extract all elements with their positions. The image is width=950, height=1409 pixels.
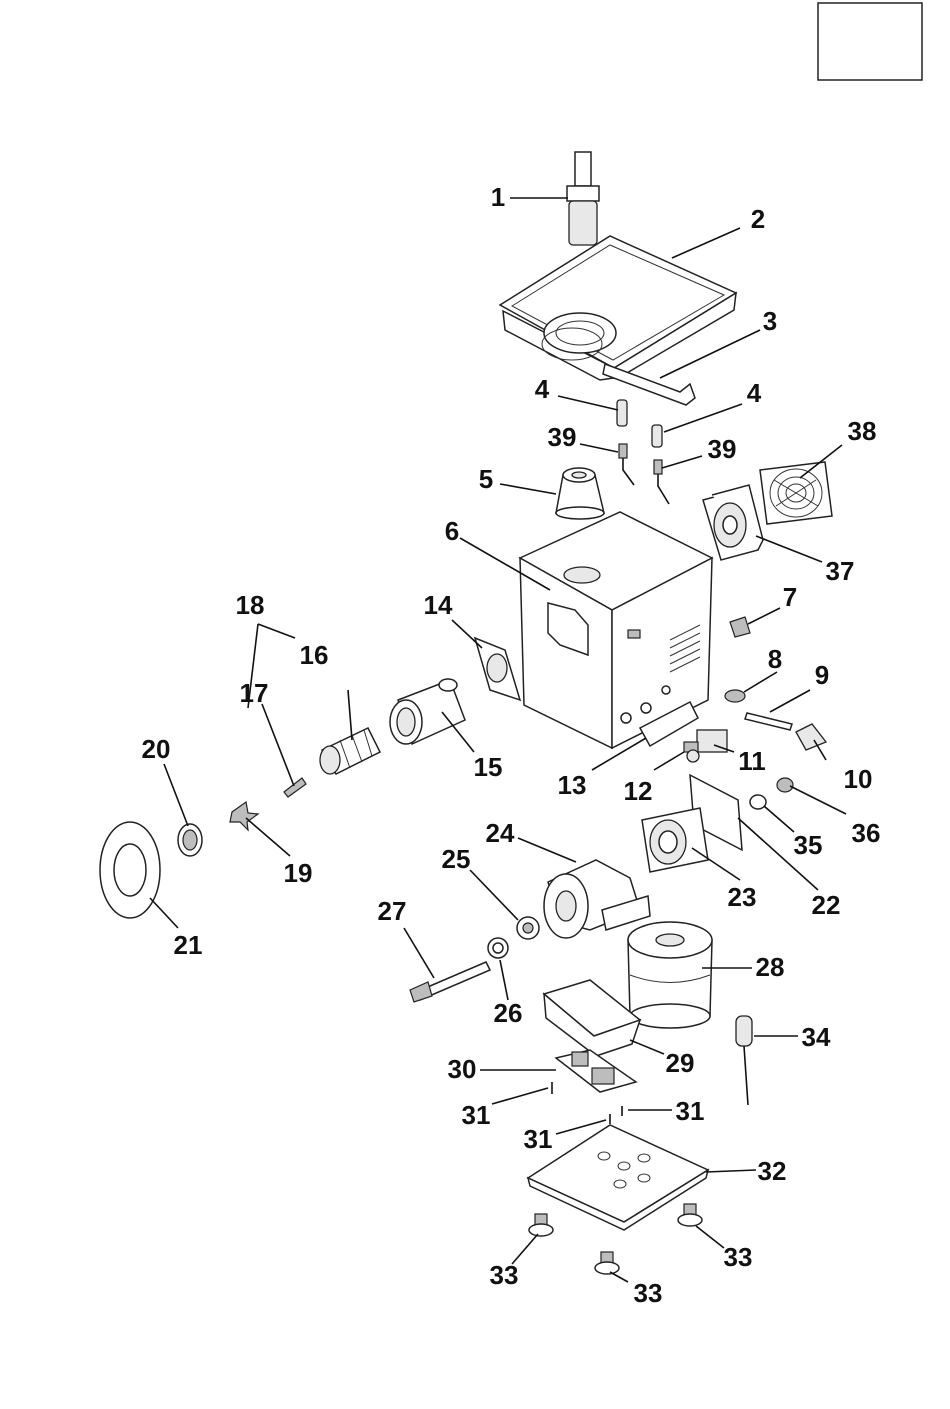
callout-2: 2: [751, 204, 765, 234]
callout-31-b: 31: [676, 1096, 705, 1126]
part-24-gear-housing: [544, 860, 650, 938]
callout-39-left: 39: [548, 422, 577, 452]
part-17-pin: [284, 778, 306, 797]
part-28-motor: [628, 922, 712, 1028]
part-33-foot-left: [529, 1214, 553, 1236]
part-16-worm: [320, 728, 380, 774]
callout-4-right: 4: [747, 378, 762, 408]
part-30-board: [556, 1050, 636, 1092]
part-37-fan: [703, 485, 763, 560]
part-35-washer: [750, 795, 766, 809]
part-26-ring: [488, 938, 508, 958]
callout-32: 32: [758, 1156, 787, 1186]
callout-21: 21: [174, 930, 203, 960]
callout-18: 18: [236, 590, 265, 620]
callout-35: 35: [794, 830, 823, 860]
callout-25: 25: [442, 844, 471, 874]
callout-34: 34: [802, 1022, 831, 1052]
part-5-cone: [556, 468, 604, 519]
callout-31-a: 31: [462, 1100, 491, 1130]
part-4-pin-left: [617, 400, 627, 426]
part-11-switch: [684, 730, 727, 752]
part-38-fan-guard: [760, 462, 832, 524]
part-3-bracket: [603, 364, 695, 405]
callout-7: 7: [783, 582, 797, 612]
callout-13: 13: [558, 770, 587, 800]
leader-lines: [150, 198, 846, 1282]
part-20-plate: [178, 824, 202, 856]
callout-19: 19: [284, 858, 313, 888]
callout-33-left: 33: [490, 1260, 519, 1290]
callout-15: 15: [474, 752, 503, 782]
callout-28: 28: [756, 952, 785, 982]
part-33-foot-middle: [595, 1252, 619, 1274]
callout-33-middle: 33: [634, 1278, 663, 1308]
part-25-bearing: [517, 917, 539, 939]
callout-4-left: 4: [535, 374, 550, 404]
callout-23: 23: [728, 882, 757, 912]
part-27-shaft: [410, 962, 490, 1002]
callout-29: 29: [666, 1048, 695, 1078]
page-number-box: [818, 3, 922, 80]
part-33-foot-right: [678, 1204, 702, 1226]
callout-38: 38: [848, 416, 877, 446]
callout-22: 22: [812, 890, 841, 920]
part-9-shaft: [745, 713, 792, 730]
part-29-cover: [544, 980, 640, 1056]
part-21-ring: [100, 822, 160, 918]
callout-9: 9: [815, 660, 829, 690]
part-34-capacitor: [736, 1016, 752, 1105]
callout-14: 14: [424, 590, 453, 620]
callout-1: 1: [491, 182, 505, 212]
callout-17: 17: [240, 678, 269, 708]
callout-16: 16: [300, 640, 329, 670]
callout-37: 37: [826, 556, 855, 586]
part-1-pusher: [567, 152, 599, 245]
callout-12: 12: [624, 776, 653, 806]
callout-20: 20: [142, 734, 171, 764]
callout-26: 26: [494, 998, 523, 1028]
callout-labels: 1 2 3 4 4 39 39 38 5 6 37 7 18 14 16 8 9…: [142, 182, 881, 1308]
part-32-base-plate: [528, 1125, 708, 1230]
callout-10: 10: [844, 764, 873, 794]
part-8-washer: [725, 690, 745, 702]
callout-30: 30: [448, 1054, 477, 1084]
callout-3: 3: [763, 306, 777, 336]
callout-27: 27: [378, 896, 407, 926]
callout-8: 8: [768, 644, 782, 674]
part-36-nut: [777, 778, 793, 792]
part-7-plug: [730, 617, 750, 637]
callout-5: 5: [479, 464, 493, 494]
callout-31-c: 31: [524, 1124, 553, 1154]
part-23-gearbox: [642, 808, 708, 872]
part-4-pin-right: [652, 425, 662, 447]
callout-24: 24: [486, 818, 515, 848]
part-15-sleeve: [390, 679, 465, 744]
part-19-knife: [230, 802, 258, 830]
callout-11: 11: [738, 746, 766, 776]
callout-36: 36: [852, 818, 881, 848]
callout-33-right: 33: [724, 1242, 753, 1272]
part-12-indicator: [687, 750, 699, 762]
callout-39-right: 39: [708, 434, 737, 464]
part-10-knob: [796, 724, 826, 750]
callout-6: 6: [445, 516, 459, 546]
